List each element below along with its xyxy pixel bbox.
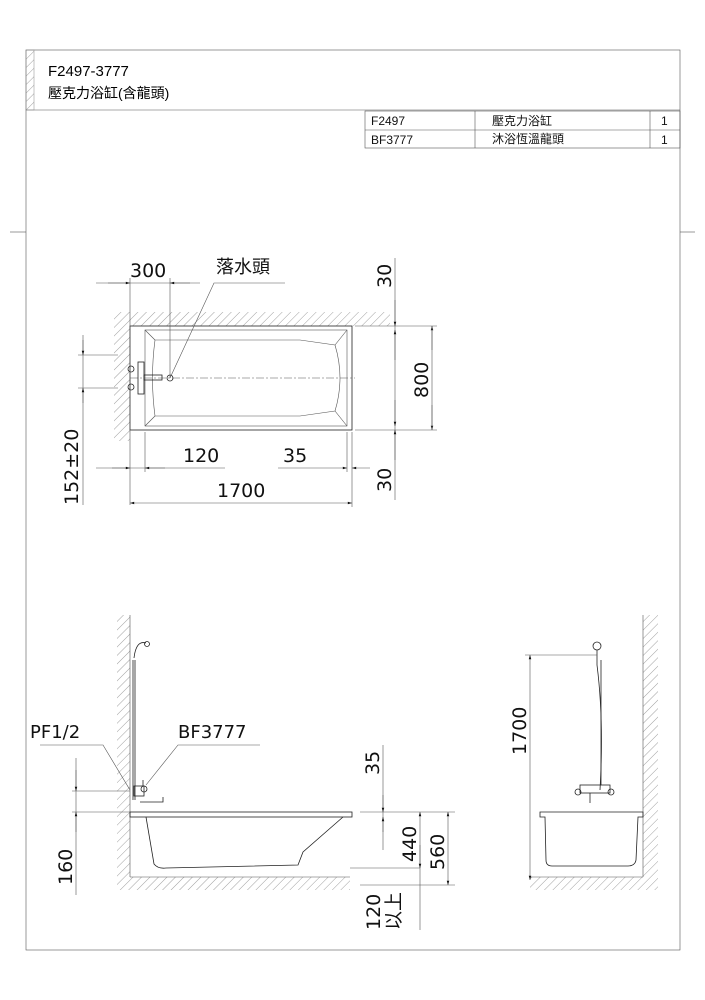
floor-hatch [530,877,643,890]
wall-hatch [117,615,130,890]
drain-label: 落水頭 [216,257,270,278]
part-code: F2497 [371,114,405,128]
dim-1700: 1700 [217,480,265,502]
faucet-icon [574,784,615,803]
pipe-label: PF1/2 [30,722,80,743]
faucet-icon [127,361,163,395]
plan-view: 300 落水頭 30 800 30 152±20 120 35 [61,257,437,507]
wall-hatch [643,615,658,890]
tub-rim [129,811,353,818]
dim-30-top: 30 [374,264,396,288]
model-title: F2497-3777 [48,63,129,80]
header-bar [25,49,35,111]
dim-35: 35 [283,445,307,467]
dim-1700: 1700 [509,707,531,755]
part-name: 壓克力浴缸 [492,113,552,128]
dim-120: 120 [183,445,219,467]
part-qty: 1 [661,114,668,128]
tub-end [539,811,644,867]
dim-30-bottom: 30 [374,468,396,492]
dim-800: 800 [411,362,433,398]
faucet-label: BF3777 [178,722,247,743]
part-code: BF3777 [371,133,413,147]
shower-icon [132,641,150,800]
dim-35: 35 [362,751,384,775]
floor-hatch [130,877,350,890]
wall-hatch [114,326,130,441]
parts-table: F2497 壓克力浴缸 1 BF3777 沐浴恆溫龍頭 1 [364,110,681,149]
dim-440: 440 [399,826,421,862]
part-qty: 1 [661,133,668,147]
dim-560: 560 [427,834,449,870]
side-view: PF1/2 BF3777 160 35 440 560 120 以上 [30,615,455,930]
faucet-icon [133,780,164,803]
wall-hatch [114,312,390,326]
shower-icon [592,641,602,791]
part-name: 沐浴恆溫龍頭 [492,131,564,146]
dim-120-suffix: 以上 [383,892,405,930]
dim-152: 152±20 [61,429,83,505]
tub-body [145,816,344,869]
product-subtitle: 壓克力浴缸(含龍頭) [48,85,169,101]
dim-120: 120 [363,894,385,930]
dim-300: 300 [130,260,166,282]
end-view: 1700 [509,615,658,890]
dim-160: 160 [55,849,77,885]
sheet-frame [25,49,681,951]
